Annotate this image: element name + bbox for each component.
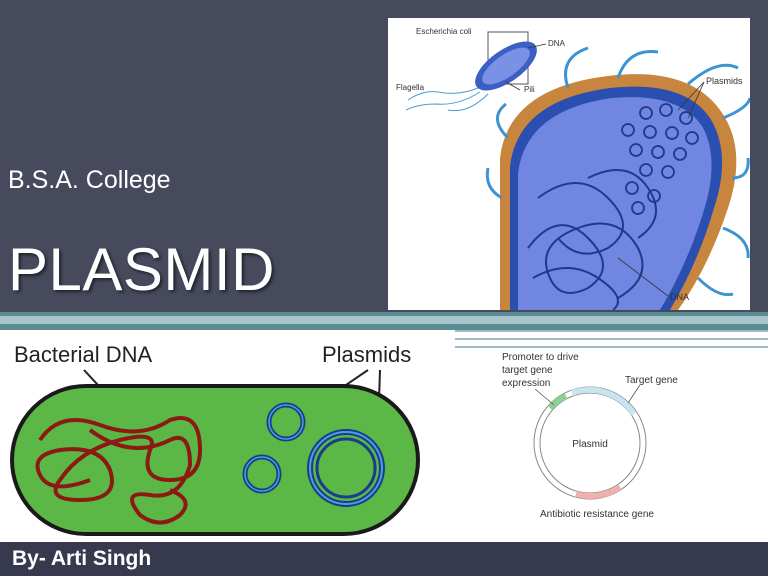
plasmid-map: Promoter to drive target gene expression… — [490, 345, 720, 525]
plasmids-label-top: Plasmids — [706, 76, 743, 86]
divider-band-light — [0, 316, 768, 324]
promoter-segment — [547, 393, 568, 411]
pili-label: Pili — [524, 85, 535, 94]
bacterium-cell — [10, 384, 420, 536]
organism-label: Escherichia coli — [416, 27, 472, 36]
author-label: By- Arti Singh — [12, 547, 152, 570]
dna-label-bottom: DNA — [670, 292, 689, 302]
target-gene-label: Target gene — [625, 375, 678, 386]
bacteria-diagram: Bacterial DNA Plasmids — [0, 330, 455, 542]
ecoli-illustration: Escherichia coli DNA Flagella Pili Plasm… — [388, 18, 752, 311]
target-gene-segment — [571, 386, 637, 416]
flagella-label: Flagella — [396, 83, 425, 92]
slide-title: PLASMID — [8, 236, 275, 303]
promoter-label-2: target gene — [502, 365, 553, 376]
chromosome-loops — [35, 416, 203, 525]
antibiotic-segment — [575, 484, 622, 499]
college-subtitle: B.S.A. College — [8, 166, 171, 194]
footer-bar — [0, 542, 768, 576]
bacterial-dna-label: Bacterial DNA — [14, 342, 152, 367]
dna-label-top: DNA — [548, 39, 566, 48]
divider-lines — [455, 324, 768, 354]
plasmid-center-label: Plasmid — [572, 439, 608, 450]
promoter-label-3: expression — [502, 378, 550, 389]
antibiotic-gene-label: Antibiotic resistance gene — [540, 509, 654, 520]
promoter-label-1: Promoter to drive — [502, 352, 579, 363]
plasmids-label: Plasmids — [322, 342, 411, 367]
plasmid-rings — [242, 402, 385, 507]
